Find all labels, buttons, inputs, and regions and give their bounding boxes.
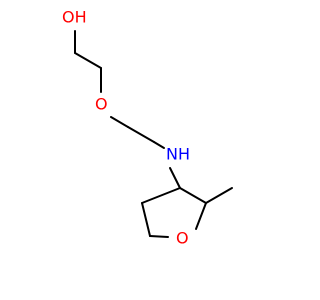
ring-oxygen-label: O <box>176 229 189 248</box>
bond-c4-c3 <box>141 187 181 204</box>
molecule-diagram: OH O N H O <box>62 8 233 248</box>
bond-ch2-ch2-b <box>127 126 155 143</box>
amine-label: N <box>166 145 178 164</box>
bond-c3-c2 <box>179 187 207 204</box>
bond-c2-ring-o <box>195 202 207 230</box>
bond-ch2-ch2 <box>74 52 102 69</box>
bonds <box>74 30 233 238</box>
amine-h-label: H <box>178 145 190 164</box>
bond-amine-c3 <box>169 167 181 189</box>
bond-c5-c4 <box>141 202 151 237</box>
hydroxyl-label: OH <box>62 8 87 27</box>
ether-oxygen-label: O <box>95 95 108 114</box>
bond-ch2-amine <box>153 141 165 149</box>
bond-ether-o-ch2 <box>110 116 129 128</box>
structure-canvas: OH O N H O <box>62 7 233 248</box>
bond-c2-methyl <box>205 187 233 204</box>
bond-ring-o-c5 <box>149 235 169 238</box>
